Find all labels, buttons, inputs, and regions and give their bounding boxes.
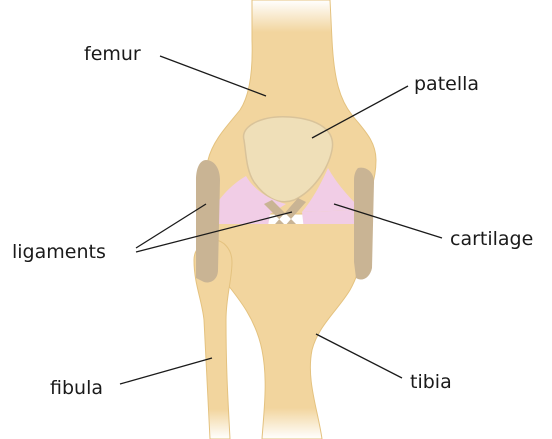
lateral-collateral-ligament bbox=[196, 160, 220, 283]
fibula-label: fibula bbox=[50, 377, 103, 399]
femur-label: femur bbox=[84, 43, 141, 65]
tibial-plateau bbox=[206, 224, 362, 236]
tibia-label: tibia bbox=[410, 371, 452, 393]
cartilage-label: cartilage bbox=[450, 228, 533, 250]
patella-label: patella bbox=[414, 73, 479, 95]
ligaments-label: ligaments bbox=[12, 241, 106, 263]
femur-leader-line bbox=[160, 56, 266, 96]
fibula-leader-line bbox=[120, 358, 212, 384]
medial-collateral-ligament bbox=[354, 168, 374, 280]
ligaments-leader-line-1 bbox=[136, 204, 206, 248]
tibia-leader-line bbox=[316, 334, 402, 378]
